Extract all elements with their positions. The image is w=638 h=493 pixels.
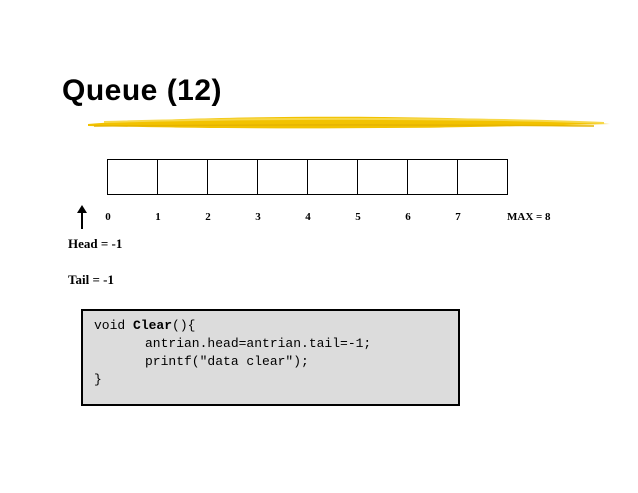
index-label-2: 2 (205, 211, 211, 223)
queue-cell-3 (257, 159, 308, 195)
queue-cell-1 (157, 159, 208, 195)
code-function-name: Clear (133, 318, 173, 333)
index-label-5: 5 (355, 211, 361, 223)
code-line-2: antrian.head=antrian.tail=-1; (145, 336, 372, 351)
head-tail-pointer-arrow-icon (77, 205, 87, 229)
max-label: MAX = 8 (507, 211, 551, 223)
code-line-3: printf("data clear"); (145, 354, 309, 369)
queue-cell-0 (107, 159, 158, 195)
index-label-1: 1 (155, 211, 161, 223)
index-label-0: 0 (105, 211, 111, 223)
code-line-4: } (94, 372, 102, 387)
head-pointer-label: Head = -1 (68, 236, 123, 251)
queue-cell-6 (407, 159, 458, 195)
index-label-6: 6 (405, 211, 411, 223)
code-block: void Clear(){ antrian.head=antrian.tail=… (81, 309, 460, 406)
index-label-4: 4 (305, 211, 311, 223)
queue-array (107, 159, 508, 195)
code-line-1: void Clear(){ (94, 318, 195, 333)
queue-cell-5 (357, 159, 408, 195)
index-label-7: 7 (455, 211, 461, 223)
queue-cell-4 (307, 159, 358, 195)
tail-pointer-label: Tail = -1 (68, 272, 114, 287)
code-signature-tail: (){ (172, 318, 196, 333)
slide-title: Queue (12) (62, 74, 223, 107)
queue-cell-7 (457, 159, 508, 195)
code-keyword-void: void (94, 318, 134, 333)
title-underline-brushstroke (88, 116, 610, 129)
queue-cell-2 (207, 159, 258, 195)
index-label-3: 3 (255, 211, 261, 223)
